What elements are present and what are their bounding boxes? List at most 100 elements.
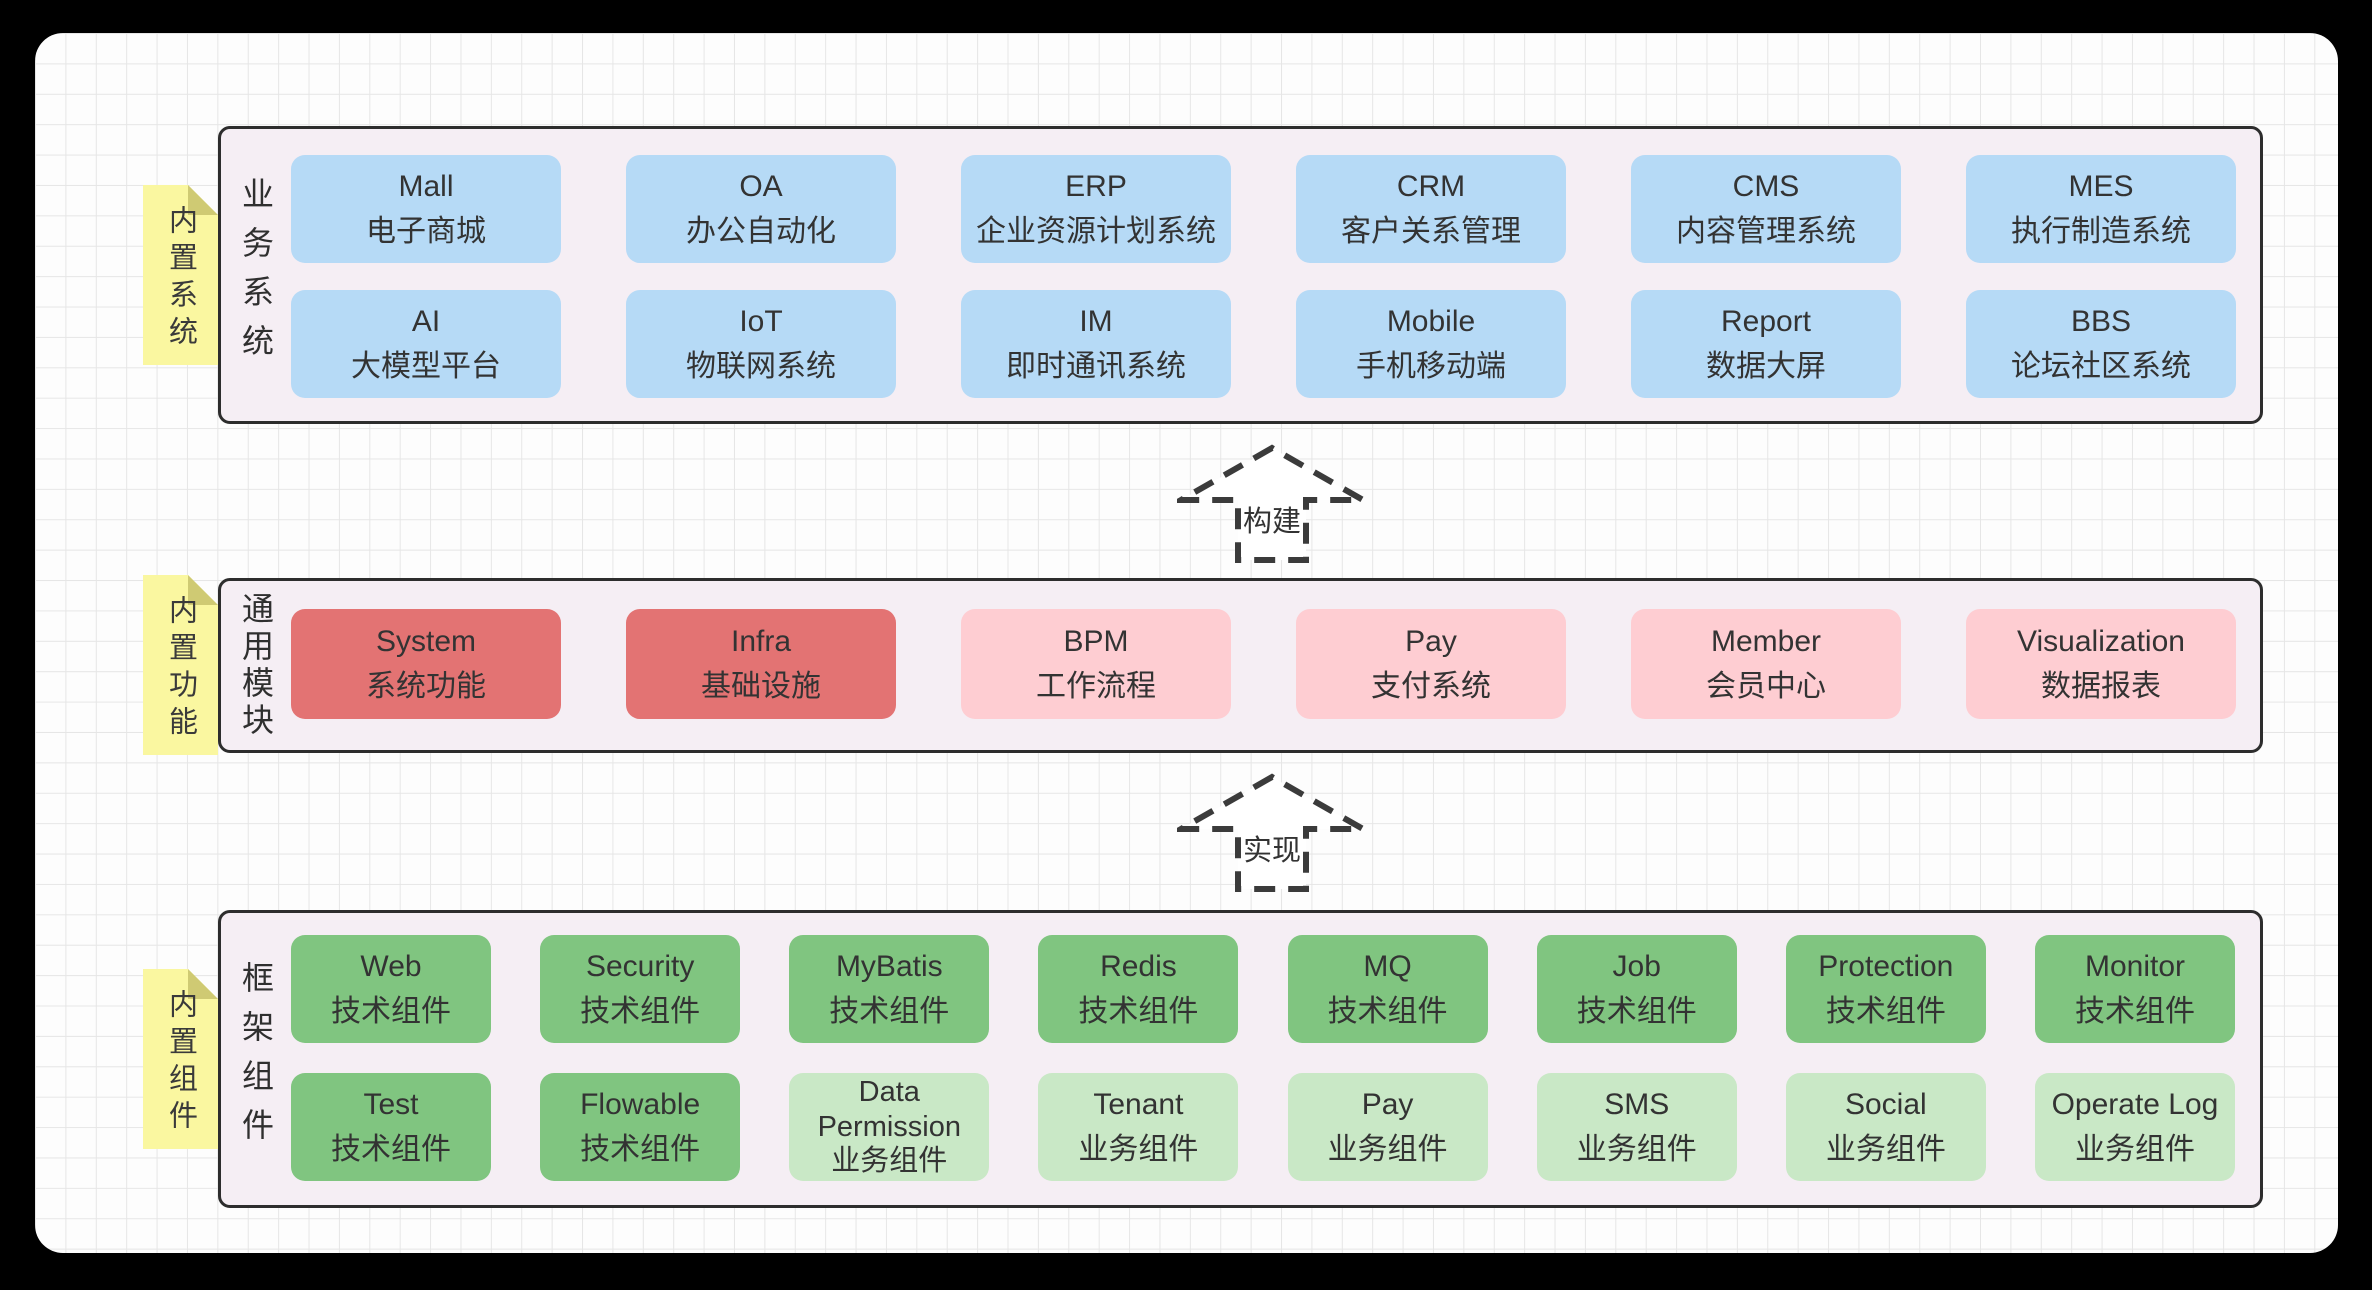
module-box-im: IM 即时通讯系统 <box>961 290 1231 398</box>
box-title: Visualization <box>2017 625 2185 658</box>
module-box-flowable: Flowable 技术组件 <box>540 1073 741 1181</box>
module-box-redis: Redis 技术组件 <box>1038 935 1239 1043</box>
box-title: Web <box>360 950 422 983</box>
box-title: Pay <box>1361 1088 1414 1121</box>
box-title: Flowable <box>580 1088 701 1121</box>
box-title: CRM <box>1396 170 1466 203</box>
box-title: MyBatis <box>835 950 943 983</box>
box-subtitle: 数据报表 <box>2041 670 2161 703</box>
box-title: Job <box>1612 950 1661 983</box>
box-title: Data Permission <box>817 1075 961 1143</box>
box-subtitle: 即时通讯系统 <box>1006 350 1186 383</box>
box-title: MQ <box>1363 950 1412 983</box>
box-subtitle: 工作流程 <box>1036 670 1156 703</box>
sticky-note-tab-systems: 内置系统 <box>143 185 218 365</box>
box-subtitle: 技术组件 <box>580 995 701 1028</box>
box-subtitle: 企业资源计划系统 <box>976 215 1216 248</box>
module-box-oa: OA 办公自动化 <box>626 155 896 263</box>
box-title: Report <box>1720 305 1812 338</box>
sticky-note-tab-label: 内置功能 <box>164 594 197 743</box>
box-subtitle: 技术组件 <box>331 995 451 1028</box>
box-subtitle: 技术组件 <box>2074 995 2195 1028</box>
module-box-erp: ERP 企业资源计划系统 <box>961 155 1231 263</box>
box-subtitle: 业务组件 <box>1078 1133 1199 1166</box>
module-box-monitor: Monitor 技术组件 <box>2034 935 2235 1043</box>
module-box-member: Member 会员中心 <box>1631 609 1901 719</box>
box-subtitle: 业务组件 <box>2074 1133 2195 1166</box>
section-title: 通用模块 <box>238 591 274 740</box>
box-title: Infra <box>730 625 792 658</box>
module-box-web: Web 技术组件 <box>291 935 491 1043</box>
box-title: CMS <box>1732 170 1800 203</box>
box-subtitle: 论坛社区系统 <box>2011 350 2191 383</box>
box-title: IM <box>1079 305 1113 338</box>
box-subtitle: 物联网系统 <box>686 350 836 383</box>
module-box-protection: Protection 技术组件 <box>1785 935 1986 1043</box>
box-subtitle: 大模型平台 <box>351 350 501 383</box>
box-subtitle: 技术组件 <box>580 1133 701 1166</box>
arrow-build: 构建 <box>1169 444 1375 564</box>
box-title: Member <box>1710 625 1822 658</box>
box-title: Pay <box>1405 625 1457 658</box>
box-title: Social <box>1844 1088 1927 1121</box>
sticky-note-icon <box>143 969 218 1149</box>
sticky-note-tab-label: 内置组件 <box>164 988 197 1137</box>
box-title: Test <box>363 1088 419 1121</box>
box-title: ERP <box>1065 170 1127 203</box>
sticky-note-tab-functions: 内置功能 <box>143 575 218 755</box>
module-box-report: Report 数据大屏 <box>1631 290 1901 398</box>
module-box-cms: CMS 内容管理系统 <box>1631 155 1901 263</box>
box-title: Operate Log <box>2051 1088 2219 1121</box>
box-subtitle: 技术组件 <box>1576 995 1697 1028</box>
module-box-mobile: Mobile 手机移动端 <box>1296 290 1566 398</box>
box-title: Monitor <box>2084 950 2185 983</box>
module-box-iot: IoT 物联网系统 <box>626 290 896 398</box>
box-subtitle: 执行制造系统 <box>2011 215 2191 248</box>
box-title: Security <box>585 950 695 983</box>
sticky-note-tab-label: 内置系统 <box>164 204 197 353</box>
box-title: OA <box>739 170 783 203</box>
box-subtitle: 手机移动端 <box>1356 350 1506 383</box>
box-title: IoT <box>739 305 783 338</box>
module-box-job: Job 技术组件 <box>1536 935 1737 1043</box>
box-title: Mobile <box>1386 305 1476 338</box>
module-box-pay-biz: Pay 业务组件 <box>1287 1073 1488 1181</box>
module-box-operate-log: Operate Log 业务组件 <box>2034 1073 2235 1181</box>
box-title: Protection <box>1818 950 1954 983</box>
sticky-note-icon <box>143 575 218 755</box>
arrow-label: 实现 <box>1240 827 1304 869</box>
box-title: Mall <box>398 170 454 203</box>
box-subtitle: 内容管理系统 <box>1676 215 1856 248</box>
box-subtitle: 数据大屏 <box>1706 350 1826 383</box>
box-subtitle: 技术组件 <box>1078 995 1199 1028</box>
box-subtitle: 会员中心 <box>1706 670 1826 703</box>
box-title: System <box>375 625 477 658</box>
module-box-security: Security 技术组件 <box>540 935 741 1043</box>
box-subtitle: 技术组件 <box>1825 995 1946 1028</box>
section-label-column: 框架组件 <box>221 913 291 1205</box>
box-subtitle: 客户关系管理 <box>1341 215 1521 248</box>
sticky-note-icon <box>143 185 218 365</box>
arrow-implement: 实现 <box>1169 773 1375 893</box>
module-box-crm: CRM 客户关系管理 <box>1296 155 1566 263</box>
section-label-column: 业务系统 <box>221 129 291 421</box>
box-title: Redis <box>1100 950 1177 983</box>
box-subtitle: 业务组件 <box>1327 1133 1448 1166</box>
box-subtitle: 办公自动化 <box>686 215 836 248</box>
